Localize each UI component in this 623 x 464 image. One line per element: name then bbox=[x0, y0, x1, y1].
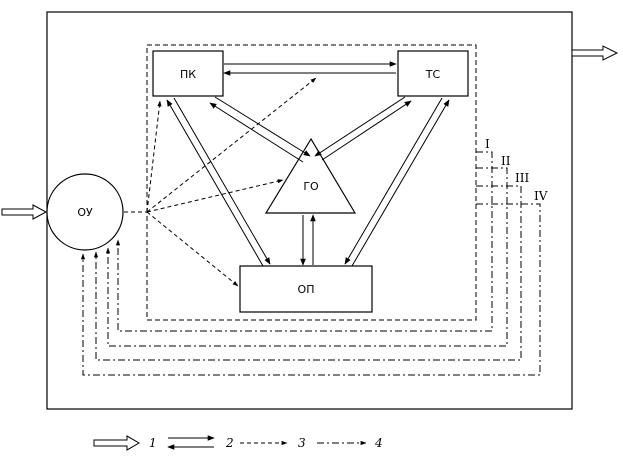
legend-label-3: 3 bbox=[298, 436, 306, 450]
ts-op-double-arrow bbox=[344, 97, 450, 267]
level-label-iii: III bbox=[515, 171, 529, 185]
node-ts-label: ТС bbox=[425, 68, 441, 81]
ts-go-double-arrow bbox=[314, 96, 412, 161]
node-op-label: ОП bbox=[298, 283, 315, 296]
node-go-triangle bbox=[264, 137, 357, 214]
feedback-line-i bbox=[115, 151, 493, 332]
legend-label-1: 1 bbox=[149, 436, 157, 450]
level-label-i: I bbox=[485, 137, 490, 151]
feedback-line-iv bbox=[80, 203, 541, 376]
output-hollow-arrow bbox=[571, 45, 619, 61]
legend: 1 2 3 4 bbox=[93, 435, 383, 451]
node-ou-label: ОУ bbox=[77, 206, 93, 219]
node-pk-label: ПК bbox=[180, 68, 196, 81]
legend-label-2: 2 bbox=[225, 436, 234, 450]
feedback-line-ii bbox=[105, 167, 508, 347]
node-ou-circle bbox=[46, 173, 124, 251]
level-label-iv: IV bbox=[534, 189, 548, 203]
go-op-double-arrow bbox=[300, 214, 316, 266]
pk-op-double-arrow bbox=[166, 97, 271, 267]
input-hollow-arrow bbox=[1, 204, 48, 220]
feedback-line-iii bbox=[93, 185, 522, 361]
feedback-dashdot-lines bbox=[80, 151, 541, 376]
inner-dashed-boundary bbox=[146, 44, 477, 321]
legend-label-4: 4 bbox=[374, 436, 383, 450]
node-go-label: ГО bbox=[303, 180, 319, 193]
ou-dashed-arrows bbox=[124, 77, 317, 287]
pk-go-double-arrow bbox=[209, 96, 311, 163]
node-pk-box bbox=[152, 50, 224, 97]
node-op-box bbox=[239, 265, 373, 313]
node-ts-box bbox=[397, 50, 469, 97]
legend-hollow-arrow bbox=[93, 435, 140, 451]
level-label-ii: II bbox=[501, 154, 511, 168]
pk-ts-double-arrow bbox=[223, 61, 397, 76]
